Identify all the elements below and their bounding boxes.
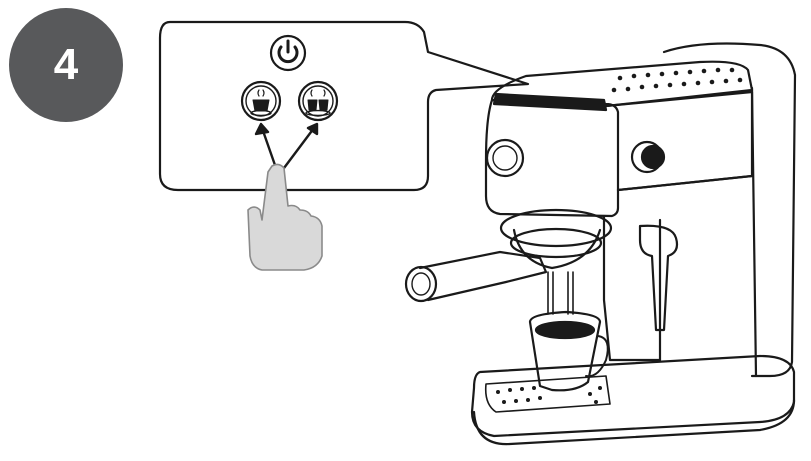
top-tray-grill bbox=[611, 67, 743, 93]
callout-bubble bbox=[158, 20, 530, 192]
drip-tray-grill bbox=[496, 386, 602, 404]
single-cup-icon bbox=[240, 80, 282, 122]
step-number: 4 bbox=[53, 40, 79, 89]
pointing-finger-icon bbox=[247, 163, 323, 271]
espresso-machine bbox=[404, 42, 797, 446]
power-icon bbox=[269, 34, 307, 72]
double-cup-icon bbox=[297, 80, 339, 122]
step-number-badge: 4 bbox=[9, 8, 123, 122]
selection-arrows bbox=[254, 122, 319, 170]
